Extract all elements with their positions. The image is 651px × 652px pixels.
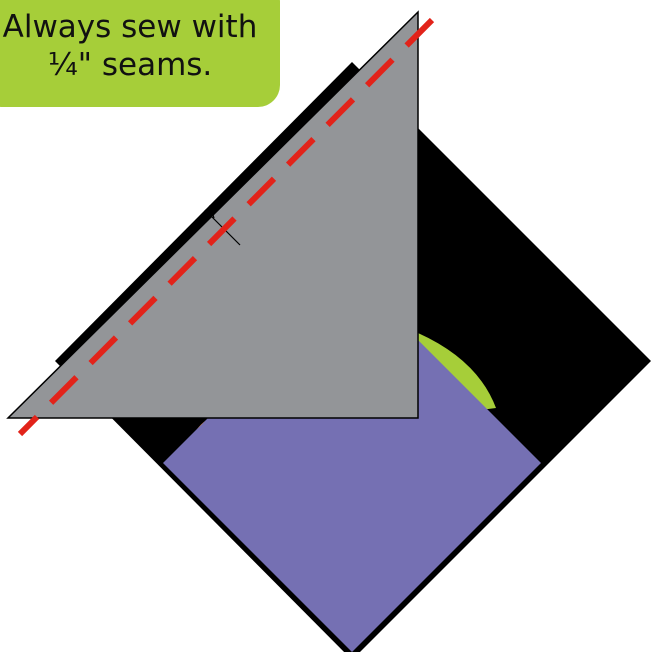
seam-note-callout: Always sew with ¼" seams. [0,0,280,107]
note-line-1: Always sew with [0,8,280,46]
note-line-2: ¼" seams. [0,46,280,84]
